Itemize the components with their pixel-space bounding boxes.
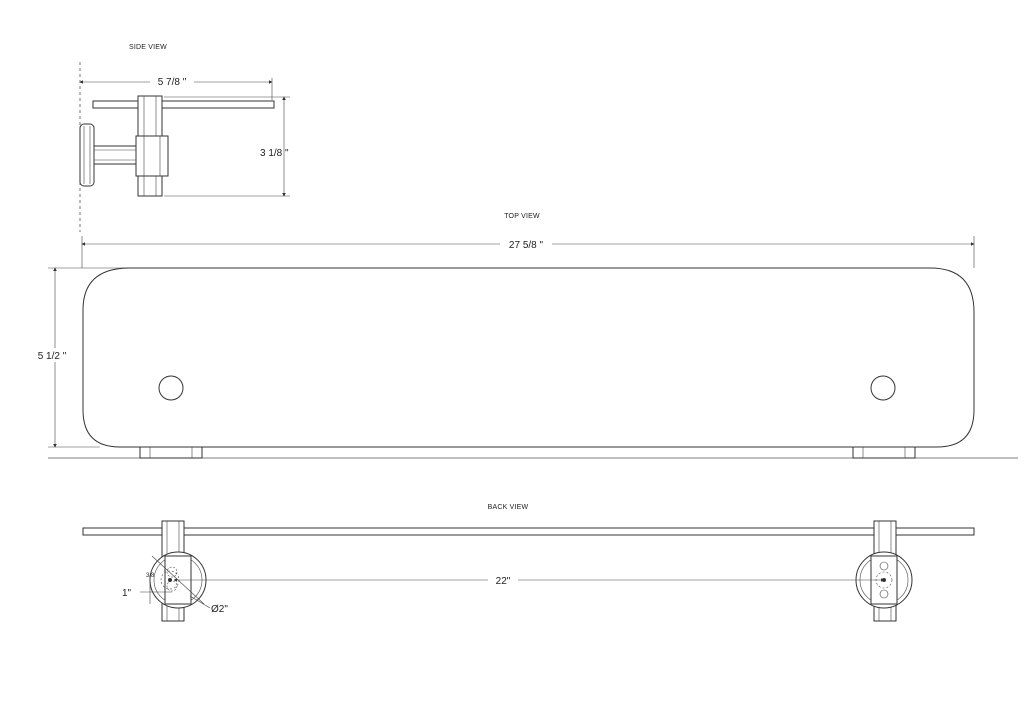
- height-label: 3 1/8 ": [260, 148, 289, 159]
- width-label: 5 1/2 ": [38, 351, 67, 362]
- diameter-label: Ø2": [211, 604, 228, 615]
- spacing-label: 22": [496, 576, 511, 587]
- glass-shelf-top: [82, 267, 975, 448]
- glass-plate-side: [92, 100, 275, 109]
- wall-flange: [79, 123, 95, 187]
- diameter-leader: [189, 595, 211, 609]
- glass-plate-back: [82, 527, 975, 536]
- bracket-right-back: [855, 520, 913, 622]
- small-dim-label: 3/8: [146, 573, 155, 579]
- length-label: 27 5/8 ": [509, 240, 544, 251]
- side-view: SIDE VIEW 5 7/8 " 3 1/8 ": [79, 44, 290, 232]
- top-view: TOP VIEW 27 5/8 " 5 1/2 ": [32, 213, 1018, 459]
- back-view-title: BACK VIEW: [488, 504, 529, 511]
- depth-label: 5 7/8 ": [158, 77, 187, 88]
- post-collar: [135, 135, 169, 177]
- top-view-title: TOP VIEW: [504, 213, 540, 220]
- bracket-left-top: [139, 446, 203, 459]
- offset-label: 1": [122, 588, 132, 599]
- mounting-hole-right: [870, 375, 896, 401]
- back-view: BACK VIEW: [82, 504, 975, 622]
- mounting-hole-left: [158, 375, 184, 401]
- wall-arm: [93, 145, 137, 165]
- side-view-title: SIDE VIEW: [129, 44, 167, 51]
- bracket-left-back: [149, 520, 207, 622]
- bracket-right-top: [852, 446, 916, 459]
